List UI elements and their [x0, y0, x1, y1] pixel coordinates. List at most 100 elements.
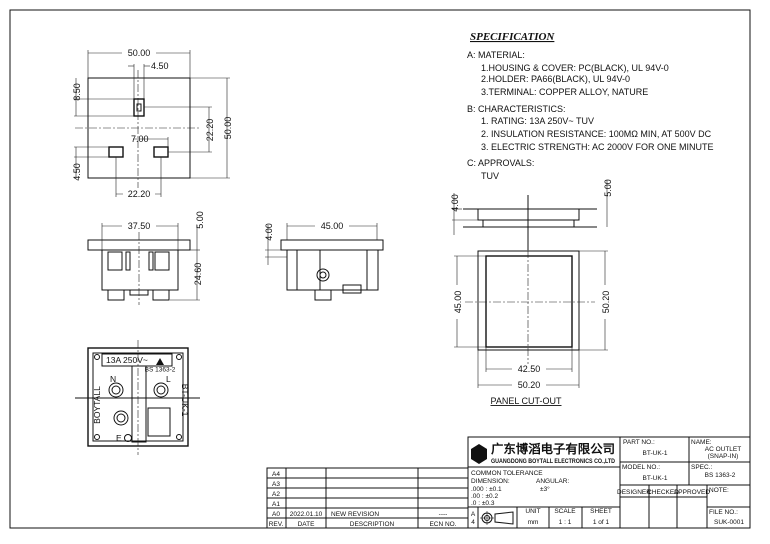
dim-slot-gap: 7.00	[131, 134, 149, 144]
dim-bg	[123, 189, 155, 199]
dim-bg	[452, 285, 462, 319]
characteristics-heading: B: CHARACTERISTICS:	[467, 104, 566, 114]
dim-slot-width: 4.50	[151, 61, 169, 71]
part-no-value: BT-UK-1	[643, 450, 668, 457]
live-slot	[153, 146, 169, 158]
rev-cell: A0	[272, 511, 280, 518]
model-no-label: MODEL NO.:	[622, 464, 660, 471]
dim-pin-spacing-v: 22.20	[205, 119, 215, 142]
rating-marking: 13A 250V~	[106, 355, 148, 365]
part-no-label: PART NO.:	[623, 439, 655, 446]
approved-label: APPROVED	[674, 489, 710, 496]
corner-hole	[176, 354, 182, 360]
size-4: 4	[471, 519, 475, 526]
note-label: NOTE:	[709, 487, 729, 494]
pin	[107, 289, 125, 301]
title-border	[467, 436, 751, 529]
standard-marking: BS 1363-2	[145, 367, 176, 374]
screw-inner	[111, 385, 121, 395]
dim-top-width: 50.00	[128, 48, 151, 58]
corner-hole	[176, 434, 182, 440]
dim-thickness-max: 5.00	[603, 179, 613, 197]
earth-slot	[133, 98, 145, 117]
dim-bottom-offset: 4.50	[72, 163, 82, 181]
name-label: NAME:	[691, 439, 712, 446]
dim-top-offset: 8.50	[72, 83, 82, 101]
designer-label: DESIGNER	[617, 489, 651, 496]
dim-bg	[122, 221, 156, 231]
company-name-cn: 广东博滔电子有限公司	[491, 441, 615, 456]
header-description: DESCRIPTION	[350, 521, 395, 528]
ecn-cell: ----	[439, 511, 448, 518]
title-block: 广东博滔电子有限公司 GUANGDONG BOYTALL ELECTRONICS…	[467, 436, 751, 529]
characteristics-item: 1. RATING: 13A 250V~ TUV	[481, 116, 594, 126]
angular-value: ±3°	[540, 485, 550, 493]
sheet-label: SHEET	[590, 508, 612, 515]
brand-marking: BOYTALL	[92, 386, 102, 424]
dim-height-max: 50.20	[601, 291, 611, 314]
dim-side-width: 45.00	[321, 221, 344, 231]
dim-flange: 5.00	[195, 211, 205, 229]
warning-triangle-icon	[156, 358, 164, 365]
rev-cell: A4	[272, 471, 280, 478]
corner-hole	[94, 354, 100, 360]
checked-label: CHECKED	[647, 489, 679, 496]
earth-symbol-icon	[124, 434, 132, 442]
earth-slot-inner	[136, 103, 142, 112]
scale-label: SCALE	[554, 508, 576, 515]
tolerance-line: .000 : ±0.1	[471, 486, 502, 493]
approvals-heading: C: APPROVALS:	[467, 158, 534, 168]
model-no-value: BT-UK-1	[643, 475, 668, 482]
dim-depth: 24.60	[193, 263, 203, 286]
description-cell: NEW REVISION	[331, 511, 379, 518]
earth-holder	[131, 365, 147, 443]
specification: SPECIFICATION A: MATERIAL: 1.HOUSING & C…	[467, 31, 714, 181]
live-marking: L	[166, 374, 171, 384]
dim-clip: 4.00	[264, 223, 274, 241]
terminal	[107, 251, 123, 271]
panel-cutout-label: PANEL CUT-OUT	[490, 396, 562, 406]
company-name-en: GUANGDONG BOYTALL ELECTRONICS CO.,LTD	[491, 458, 615, 465]
body	[286, 249, 379, 291]
characteristics-item: 2. INSULATION RESISTANCE: 100MΩ MIN, AT …	[481, 129, 712, 139]
side-view: 45.00 4.00	[264, 221, 384, 301]
rib	[148, 251, 154, 271]
dim-bg	[512, 364, 546, 374]
dim-bg	[315, 221, 349, 231]
tolerance-line: .00 : ±0.2	[471, 493, 498, 500]
file-no-value: SUK-0001	[714, 519, 744, 526]
dim-pin-spacing-h: 22.20	[128, 189, 151, 199]
dim-thickness-min: 4.00	[450, 194, 460, 212]
revision-table: A4 A3 A2 A1 A0 2022.01.10 NEW REVISION -…	[266, 467, 469, 529]
unit-label: UNIT	[525, 508, 540, 515]
terminal	[154, 251, 170, 271]
characteristics-item: 3. ELECTRIC STRENGTH: AC 2000V FOR ONE M…	[481, 142, 714, 152]
pin	[314, 289, 332, 301]
projection-symbol-icon	[480, 511, 514, 525]
rib	[125, 251, 131, 271]
neutral-slot	[108, 146, 124, 158]
earth-marking: E	[116, 433, 122, 443]
header-date: DATE	[298, 521, 316, 528]
sheet-value: 1 of 1	[593, 519, 610, 526]
rev-cell: A1	[272, 501, 280, 508]
size-a: A	[471, 511, 476, 518]
earth-terminal-screw	[113, 410, 129, 426]
approvals-value: TUV	[481, 171, 499, 181]
neutral-marking: N	[110, 374, 116, 384]
angular-label: ANGULAR:	[536, 478, 569, 485]
holder-block	[147, 407, 171, 437]
unit-value: mm	[528, 519, 539, 526]
live-terminal-screw	[153, 382, 169, 398]
screw-inner	[156, 385, 166, 395]
flange	[280, 239, 384, 251]
rev-cell: A2	[272, 491, 280, 498]
cutout-inner	[485, 255, 573, 348]
header-ecn: ECN NO.	[429, 521, 456, 528]
pin	[152, 289, 170, 301]
name-value-line2: (SNAP-IN)	[708, 453, 739, 460]
name-value-line1: AC OUTLET	[705, 446, 742, 453]
dim-bg	[512, 380, 546, 390]
model-marking: BT-UK-1	[180, 384, 190, 417]
